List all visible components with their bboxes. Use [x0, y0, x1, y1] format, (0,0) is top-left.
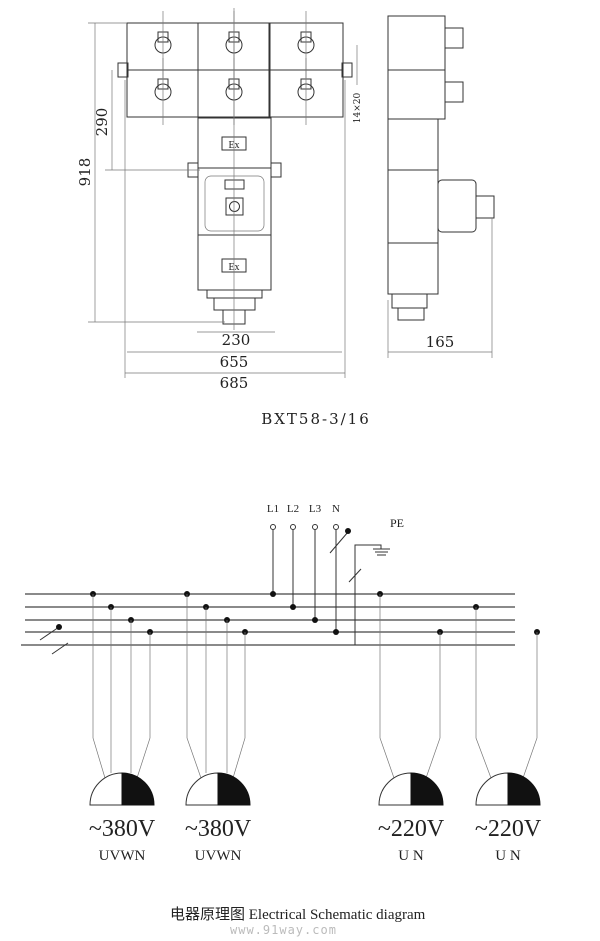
gland	[213, 297, 256, 311]
terminal-icon[interactable]	[333, 524, 339, 530]
socket-poles: UVWN	[195, 848, 242, 864]
socket-voltage: ~220V	[378, 816, 445, 842]
dim-165: 165	[426, 333, 455, 351]
gland-base	[206, 289, 263, 299]
terminal-icon[interactable]	[312, 524, 318, 530]
rotary-switch	[225, 197, 244, 216]
wire	[522, 632, 538, 779]
schematic: L1 L2 L3 N PE ~380V UVWN ~380V UVWN ~220V U N ~22…	[21, 503, 542, 864]
dim-slot: 14×20	[353, 93, 363, 124]
wire	[136, 632, 151, 779]
n-switch-dot	[345, 528, 351, 534]
front-view: Ex Ex 918 290 14×20 230 655 685	[76, 8, 363, 392]
mount-ear-lower-right	[270, 162, 282, 178]
caption: 电器原理图 Electrical Schematic diagram	[170, 906, 426, 923]
indicator	[224, 179, 245, 190]
mount-ear-right	[341, 62, 353, 78]
socket-half-black	[410, 772, 444, 806]
terminal-label: N	[332, 503, 340, 515]
dim-290: 290	[93, 108, 111, 137]
socket-voltage: ~380V	[185, 816, 252, 842]
wire	[379, 594, 395, 779]
side-view: 165	[387, 15, 495, 358]
socket-box	[269, 69, 344, 118]
mount-ear-left	[117, 62, 129, 78]
terminal-icon[interactable]	[270, 524, 276, 530]
watermark: www.91way.com	[230, 923, 337, 937]
model-label: BXT58-3/16	[261, 410, 371, 428]
socket-box	[126, 22, 199, 71]
socket-voltage: ~220V	[475, 816, 542, 842]
bus-bars	[21, 593, 515, 646]
socket-box	[269, 22, 344, 71]
socket-half-white	[378, 772, 412, 806]
socket-box	[197, 22, 270, 71]
dim-230: 230	[222, 331, 251, 349]
wire	[186, 594, 202, 779]
socket-half-white	[89, 772, 123, 806]
dim-685: 685	[220, 374, 249, 392]
wire	[232, 632, 246, 779]
dim-918: 918	[76, 158, 94, 187]
switch-knob-icon	[229, 201, 240, 212]
socket-poles: U N	[495, 848, 521, 864]
socket-half-black	[121, 772, 155, 806]
socket-box	[197, 69, 270, 118]
switch-panel	[204, 175, 265, 232]
terminal-label: L1	[267, 503, 279, 515]
terminals: L1 L2 L3 N	[267, 503, 340, 635]
wire	[425, 632, 441, 779]
socket-half-black	[217, 772, 251, 806]
socket-voltage: ~380V	[89, 816, 156, 842]
terminal-label: L2	[287, 503, 299, 515]
sockets: ~380V UVWN ~380V UVWN ~220V U N ~220V U N	[89, 594, 542, 864]
socket-half-black	[507, 772, 541, 806]
dim-655: 655	[220, 353, 249, 371]
terminal-icon[interactable]	[290, 524, 296, 530]
wire	[92, 594, 106, 779]
socket-poles: UVWN	[99, 848, 146, 864]
pe-label: PE	[390, 516, 404, 530]
socket-boxes	[126, 11, 344, 125]
terminal-label: L3	[309, 503, 322, 515]
socket-box	[126, 69, 199, 118]
socket-half-white	[185, 772, 219, 806]
socket-poles: U N	[398, 848, 424, 864]
wire	[475, 607, 492, 779]
socket-half-white	[475, 772, 509, 806]
